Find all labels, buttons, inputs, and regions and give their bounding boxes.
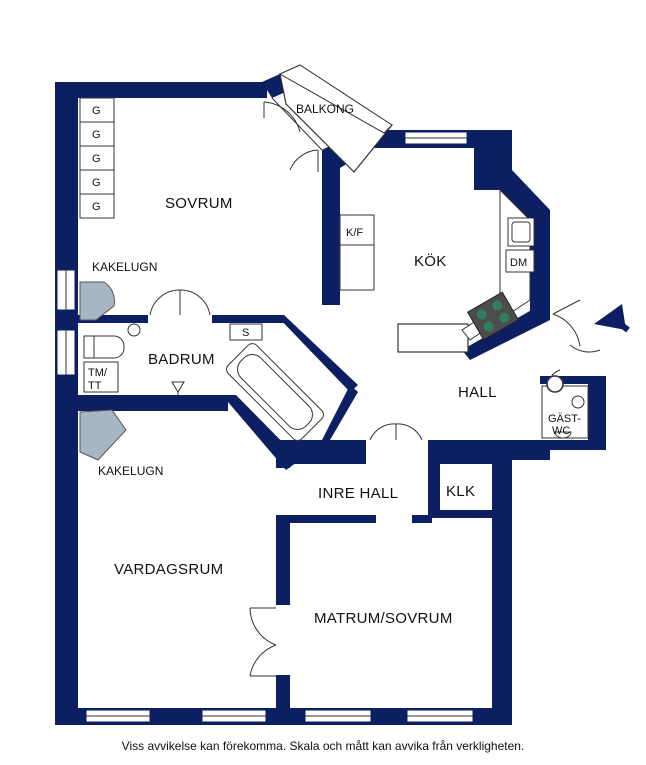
room-label-hall: HALL — [458, 384, 497, 401]
room-label-vardagsrum: VARDAGSRUM — [114, 561, 223, 578]
label-s: S — [242, 327, 249, 339]
room-label-kakelugn-bottom: KAKELUGN — [98, 464, 163, 478]
wardrobe-label-4: G — [92, 177, 101, 189]
wardrobe-label-3: G — [92, 153, 101, 165]
wardrobe-label-2: G — [92, 129, 101, 141]
label-tmtt-line1: TM/ — [88, 367, 108, 379]
label-gastwc-line1: GÄST- — [548, 413, 581, 425]
living-door — [249, 607, 277, 677]
room-label-matrum-sovrum: MATRUM/SOVRUM — [314, 610, 453, 627]
room-label-sovrum: SOVRUM — [165, 195, 233, 212]
interior-walls — [78, 315, 510, 725]
hall-fixtures — [369, 299, 601, 441]
kakelugn-top-shape — [79, 281, 115, 321]
disclaimer-text: Viss avvikelse kan förekomma. Skala och … — [121, 739, 525, 753]
room-label-kok: KÖK — [414, 252, 447, 270]
room-label-balkong: BALKONG — [296, 102, 354, 116]
label-dm: DM — [510, 257, 527, 269]
wardrobes — [79, 97, 115, 219]
room-label-badrum: BADRUM — [148, 351, 215, 368]
room-label-klk: KLK — [446, 483, 475, 500]
label-kf: K/F — [346, 227, 363, 239]
room-label-kakelugn-top: KAKELUGN — [92, 260, 157, 274]
wardrobe-label-1: G — [92, 105, 101, 117]
balcony — [263, 64, 393, 173]
kitchen-fixtures — [339, 188, 535, 341]
kakelugn-bottom-shape — [79, 409, 127, 461]
label-tmtt-line2: TT — [88, 380, 102, 392]
windows — [56, 131, 474, 723]
wardrobe-label-5: G — [92, 201, 101, 213]
label-gastwc-line2: WC — [552, 425, 570, 437]
room-label-inre-hall: INRE HALL — [318, 485, 398, 502]
bathroom-fixtures — [83, 289, 324, 441]
